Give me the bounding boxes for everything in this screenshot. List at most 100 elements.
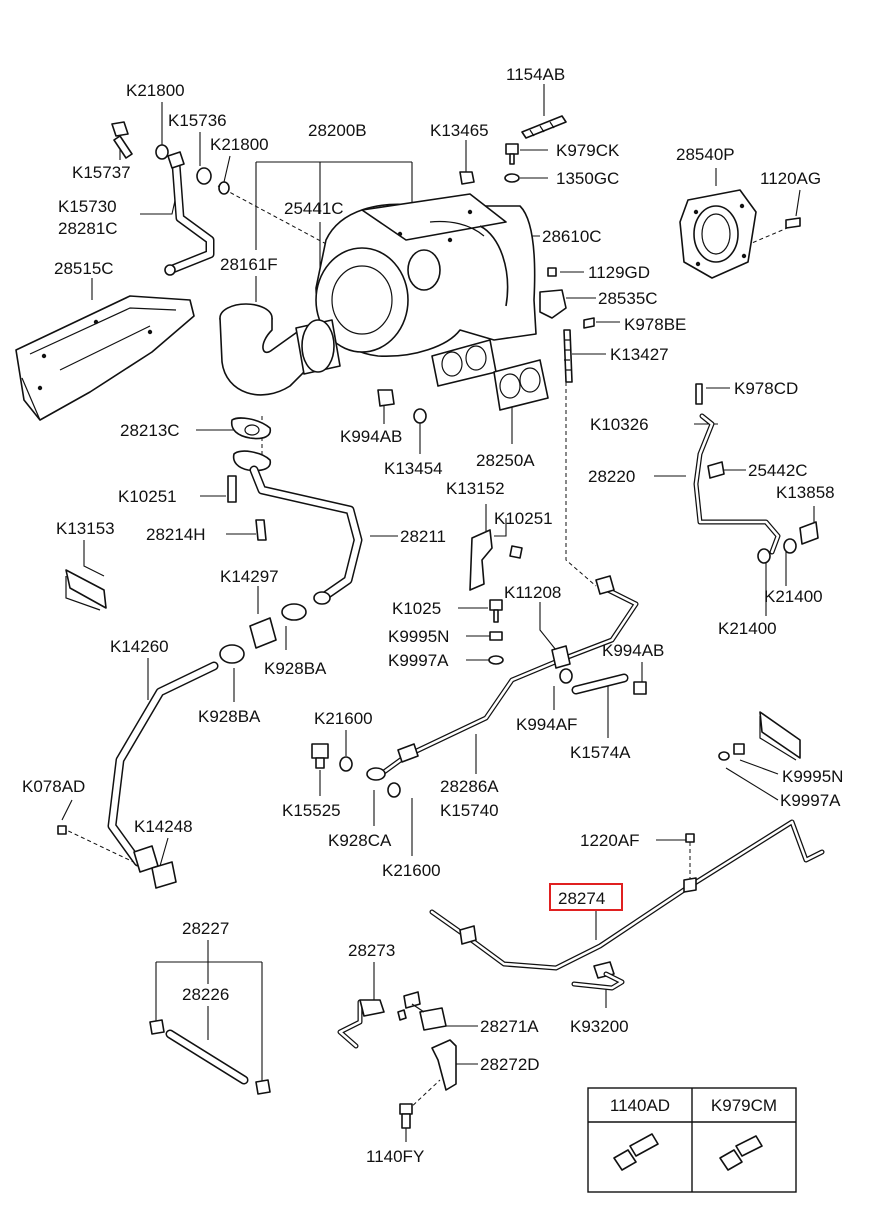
label-K93200: K93200	[570, 1017, 629, 1036]
hose-K14260	[57, 661, 219, 889]
legend-header-K979CM: K979CM	[711, 1096, 777, 1115]
label-28227: 28227	[182, 919, 229, 938]
stud-1154AB	[521, 115, 567, 139]
oil-return-pipe-28211	[227, 450, 363, 605]
label-1220AF: 1220AF	[580, 831, 640, 850]
legend-table: 1140AD K979CM	[587, 1087, 797, 1193]
label-K928BA-right: K928BA	[264, 659, 327, 678]
legend-header-1140AD: 1140AD	[610, 1096, 670, 1115]
label-28220: 28220	[588, 467, 635, 486]
label-K15737: K15737	[72, 163, 131, 182]
label-28272D: 28272D	[480, 1055, 540, 1074]
label-1140FY: 1140FY	[366, 1147, 424, 1166]
bracket-K13153	[65, 569, 107, 611]
flange-28540P	[679, 189, 801, 279]
nut-washer-group	[377, 389, 427, 424]
label-K13465: K13465	[430, 121, 489, 140]
label-28273: 28273	[348, 941, 395, 960]
label-K15730: K15730	[58, 197, 117, 216]
label-25441C: 25441C	[284, 199, 344, 218]
bracket-right-K9995N	[718, 711, 801, 761]
sensor-28271A	[397, 991, 447, 1031]
label-K10251-left: K10251	[118, 487, 177, 506]
banjo-bolt-washers	[311, 743, 401, 798]
label-K13152: K13152	[446, 479, 505, 498]
label-K21800-second: K21800	[210, 135, 269, 154]
stud-K13427	[563, 329, 573, 383]
label-K978CD: K978CD	[734, 379, 798, 398]
bracket-28273	[337, 999, 385, 1049]
label-28610C: 28610C	[542, 227, 602, 246]
fitting-K1574A	[559, 668, 647, 695]
bracket-K13152	[469, 529, 523, 591]
label-28214H: 28214H	[146, 525, 206, 544]
label-25442C: 25442C	[748, 461, 808, 480]
label-K13454: K13454	[384, 459, 443, 478]
hose-clamps	[219, 603, 307, 664]
label-K10251-right: K10251	[494, 509, 553, 528]
highlight-box-28274	[549, 883, 623, 911]
label-K9995N-right: K9995N	[782, 767, 843, 786]
label-28271A: 28271A	[480, 1017, 539, 1036]
label-28535C: 28535C	[598, 289, 658, 308]
label-K13427: K13427	[610, 345, 669, 364]
label-28250A: 28250A	[476, 451, 535, 470]
label-28274: 28274	[558, 889, 605, 908]
pipe-28226	[149, 1019, 271, 1095]
label-K994AB-mid: K994AB	[602, 641, 664, 660]
label-K10326: K10326	[590, 415, 649, 434]
label-K9995N-mid: K9995N	[388, 627, 449, 646]
label-28281C: 28281C	[58, 219, 118, 238]
label-1350GC: 1350GC	[556, 169, 619, 188]
label-K994AB-top: K994AB	[340, 427, 402, 446]
gasket-28213C	[230, 417, 272, 440]
label-K9997A-right: K9997A	[780, 791, 841, 810]
bolt-nut-group-top	[459, 143, 520, 185]
label-K21600-top: K21600	[314, 709, 373, 728]
oil-pipe-28220	[693, 383, 819, 564]
label-K21800-top: K21800	[126, 81, 185, 100]
intake-elbow	[219, 303, 341, 396]
label-K1574A: K1574A	[570, 743, 631, 762]
label-1120AG: 1120AG	[760, 169, 821, 188]
label-K928BA-left: K928BA	[198, 707, 261, 726]
label-28200B: 28200B	[308, 121, 367, 140]
bolt-icon-1140AD	[613, 1133, 659, 1171]
part-labels: 1154AB K21800 K15736 K21800 K15737 28200…	[22, 65, 843, 1166]
label-1154AB: 1154AB	[506, 65, 565, 84]
label-28515C: 28515C	[54, 259, 114, 278]
label-28213C: 28213C	[120, 421, 180, 440]
label-K994AF: K994AF	[516, 715, 577, 734]
label-K928CA: K928CA	[328, 831, 392, 850]
label-K21600-bottom: K21600	[382, 861, 441, 880]
gaskets-28250A	[431, 339, 549, 411]
label-K15740: K15740	[440, 801, 499, 820]
label-K21400-left: K21400	[718, 619, 777, 638]
label-K9997A-mid: K9997A	[388, 651, 449, 670]
label-K13858: K13858	[776, 483, 835, 502]
label-K13153: K13153	[56, 519, 115, 538]
bolt-washer-group-mid	[488, 599, 504, 665]
sensor-wire-28274	[429, 819, 825, 971]
label-1129GD: 1129GD	[588, 263, 650, 282]
label-28211: 28211	[400, 527, 446, 546]
label-K15525: K15525	[282, 801, 341, 820]
label-28286A: 28286A	[440, 777, 499, 796]
label-28161F: 28161F	[220, 255, 278, 274]
label-K978BE: K978BE	[624, 315, 686, 334]
label-K1025: K1025	[392, 599, 441, 618]
label-K21400-right: K21400	[764, 587, 823, 606]
label-K11208: K11208	[504, 583, 561, 602]
heat-shield	[15, 295, 195, 421]
small-fittings-top-left	[111, 121, 230, 195]
oil-feed-line	[164, 151, 215, 276]
connector-K93200	[571, 961, 625, 991]
label-K14248: K14248	[134, 817, 193, 836]
pipe-28286A	[366, 575, 639, 781]
bracket-28535C	[539, 267, 595, 329]
bolt-icon-K979CM	[719, 1135, 763, 1171]
label-K14297: K14297	[220, 567, 279, 586]
label-K14260: K14260	[110, 637, 169, 656]
turbocharger	[315, 193, 537, 357]
